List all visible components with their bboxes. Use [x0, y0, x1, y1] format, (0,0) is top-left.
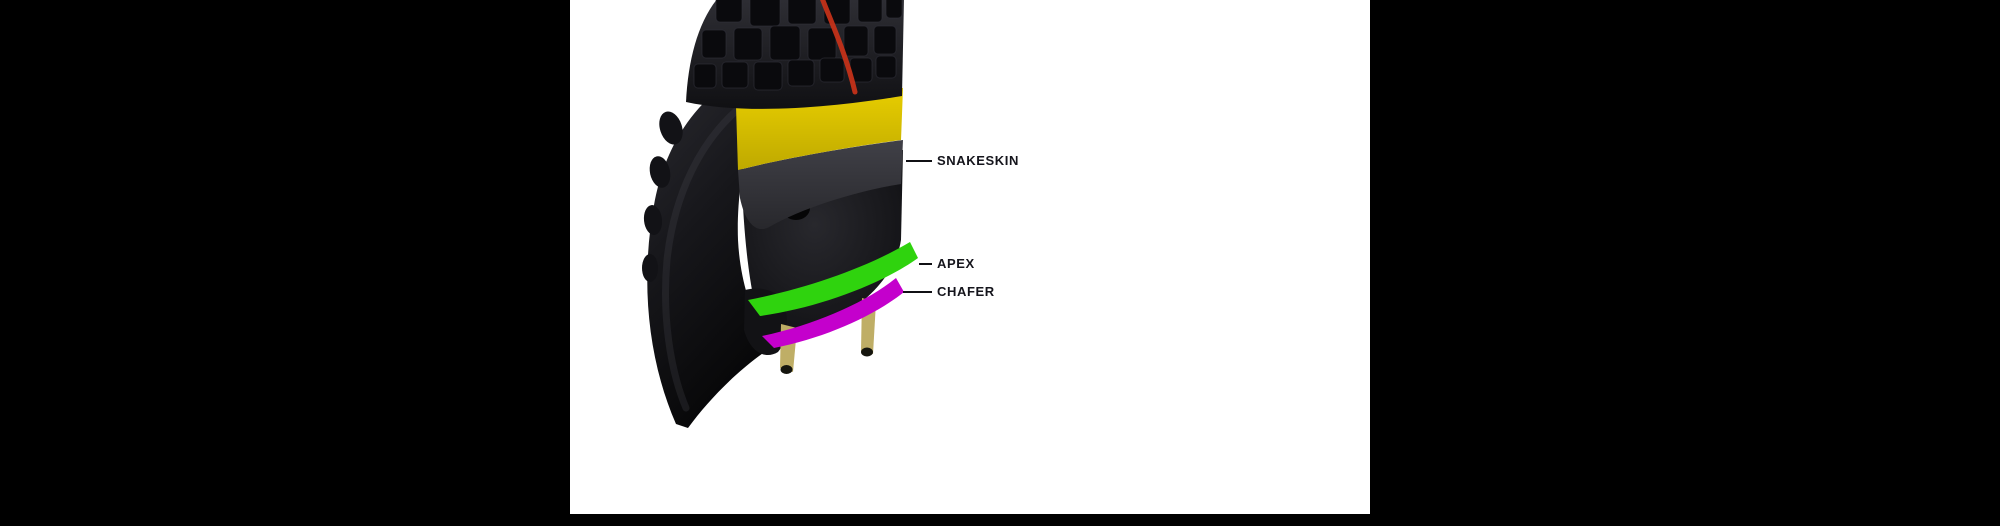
tread-knob	[843, 25, 869, 57]
bead-wire-right-tip	[861, 347, 873, 357]
left-black-panel	[0, 0, 570, 526]
shoulder-knob	[649, 156, 671, 188]
shoulder-knob	[643, 205, 663, 235]
label-chafer: CHAFER	[937, 284, 995, 299]
tread-knob	[787, 59, 815, 87]
label-apex: APEX	[937, 256, 975, 271]
tread-knob	[857, 0, 883, 23]
tread-knob	[787, 0, 817, 25]
shoulder-knob	[659, 111, 683, 145]
tire-cross-section-diagram: SNAKESKIN APEX CHAFER	[642, 0, 1019, 428]
tread-knob	[715, 0, 743, 23]
tread-knob	[875, 55, 897, 79]
tread-knob	[749, 0, 781, 27]
tread-knob	[807, 27, 837, 61]
tread-knob	[721, 61, 749, 89]
tread-knob	[885, 0, 903, 19]
sidewall-sheen	[662, 101, 747, 412]
tread-knob	[769, 25, 801, 61]
snakeskin-layer-shade	[738, 140, 903, 229]
tread-knob	[873, 25, 897, 55]
sidewall-shoulder-knobs	[642, 111, 683, 282]
tread-cap	[686, 0, 904, 109]
diagram-area: SNAKESKIN APEX CHAFER	[570, 0, 1370, 526]
tread-knob	[701, 29, 727, 59]
tread-knob	[733, 27, 763, 61]
tread-knob	[753, 61, 783, 91]
tread-knob	[819, 57, 845, 83]
right-black-panel	[1370, 0, 2000, 526]
bottom-black-strip	[570, 514, 1370, 526]
apex-layer	[748, 242, 918, 316]
shoulder-knob	[642, 254, 658, 282]
tread-knob	[693, 63, 717, 89]
bead-wire-left-tip	[780, 365, 793, 374]
chafer-layer	[762, 278, 904, 348]
label-snakeskin: SNAKESKIN	[937, 153, 1019, 168]
tread-red-stripe	[820, 0, 858, 95]
